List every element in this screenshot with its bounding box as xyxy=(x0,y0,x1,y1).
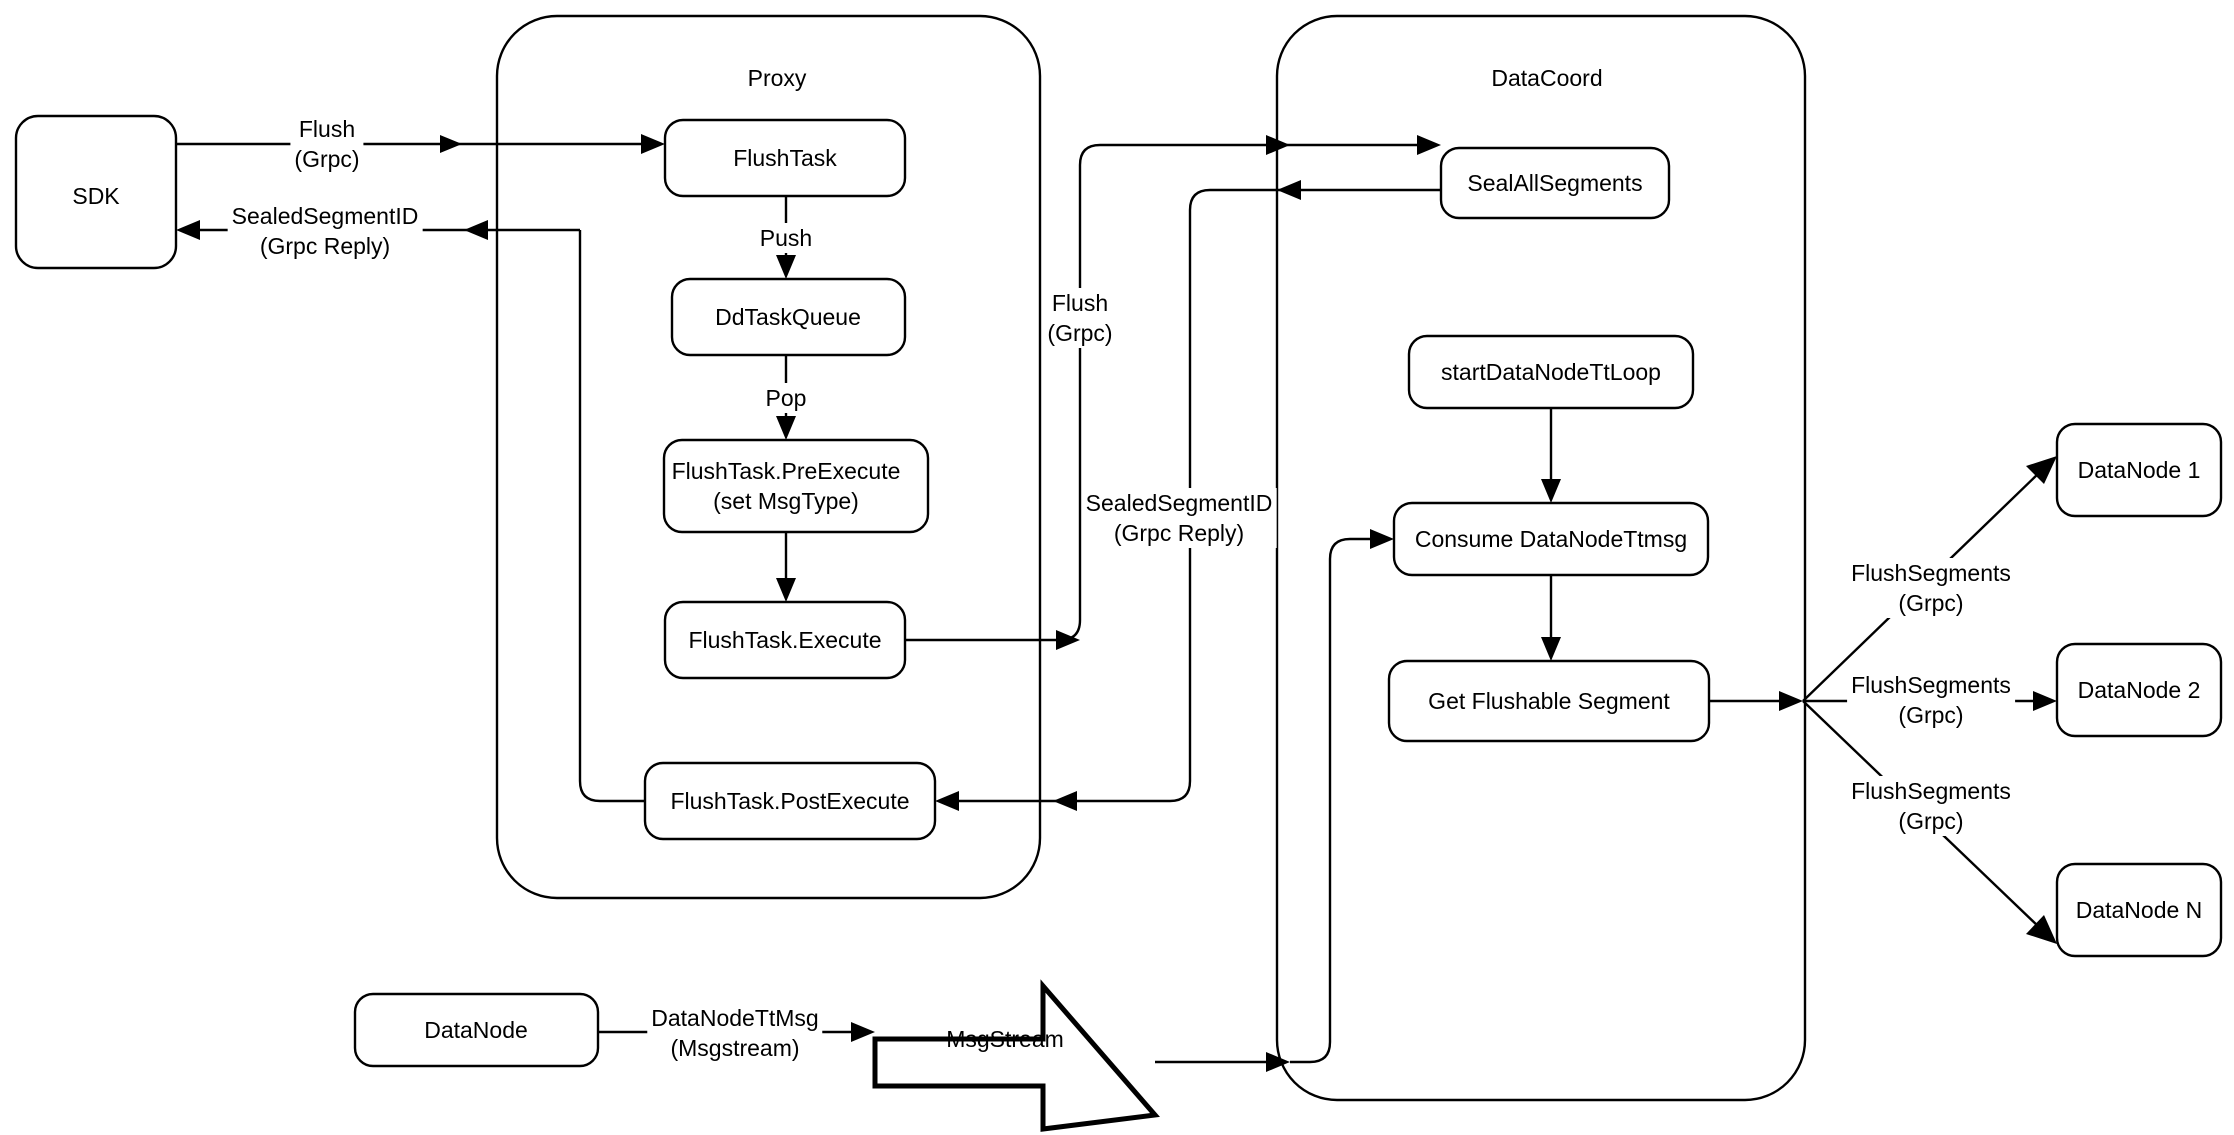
node-getflushablesegment[interactable] xyxy=(1387,659,1711,743)
arrowhead-hub-to-datanoden xyxy=(2026,915,2057,944)
node-sdk[interactable] xyxy=(14,114,178,270)
arrowhead-hub-to-datanode1 xyxy=(2026,456,2057,484)
arrowhead-ttloop-to-consume xyxy=(1541,479,1561,503)
node-preexecute[interactable] xyxy=(662,438,930,534)
arrowhead-hub-to-datanode2 xyxy=(2033,691,2057,711)
arrowhead-preexecute-to-execute xyxy=(776,578,796,602)
node-execute[interactable] xyxy=(663,600,907,680)
edge-postexecute-return-riser xyxy=(578,230,645,803)
node-sealallsegments[interactable] xyxy=(1439,146,1671,220)
node-consumedatanodettmsg[interactable] xyxy=(1392,501,1710,577)
node-flushtask[interactable] xyxy=(663,118,907,198)
arrowhead-back-to-proxy-boundary xyxy=(1277,180,1301,200)
arrowhead-sdk-to-proxy-mid xyxy=(440,135,462,153)
arrowhead-execute-to-riser xyxy=(1056,630,1080,650)
arrowhead-enter-datacoord xyxy=(1266,135,1290,155)
arrowhead-proxy-to-sdk-mid xyxy=(464,220,488,240)
arrowhead-sdk-to-flushtask xyxy=(641,134,665,154)
arrowhead-msgstream-to-datacoord xyxy=(1266,1052,1290,1072)
edge-datacoord-msg-riser xyxy=(1290,537,1381,1064)
node-datanode-2[interactable] xyxy=(2055,642,2223,738)
arrowhead-to-sealallsegments xyxy=(1417,135,1441,155)
node-datanode-n[interactable] xyxy=(2055,862,2223,958)
proxy-container xyxy=(495,14,1042,900)
datacoord-container xyxy=(1275,14,1807,1102)
arrowhead-getflushable-to-hub xyxy=(1779,691,1803,711)
arrowhead-to-postexecute xyxy=(935,791,959,811)
node-startdatanodettloop[interactable] xyxy=(1407,334,1695,410)
arrowhead-msg-riser-to-consume xyxy=(1370,529,1394,549)
edge-datacoord-to-postexecute xyxy=(958,188,1441,803)
node-msgstream[interactable] xyxy=(872,979,1160,1132)
node-datanode-1[interactable] xyxy=(2055,422,2223,518)
edge-hub-to-datanoden xyxy=(1802,700,2041,929)
arrowhead-proxy-to-sdk xyxy=(176,220,200,240)
edge-execute-to-datacoord xyxy=(905,143,1428,642)
arrowhead-datanode-to-msgstream xyxy=(851,1022,875,1042)
arrowhead-push xyxy=(776,255,796,279)
node-datanode-source[interactable] xyxy=(353,992,600,1068)
arrowhead-to-postexecute-mid xyxy=(1053,791,1077,811)
edge-hub-to-datanode1 xyxy=(1802,471,2041,702)
node-postexecute[interactable] xyxy=(643,761,937,841)
arrowhead-pop xyxy=(776,416,796,440)
node-ddtaskqueue[interactable] xyxy=(670,277,907,357)
arrowhead-consume-to-getflushable xyxy=(1541,637,1561,661)
